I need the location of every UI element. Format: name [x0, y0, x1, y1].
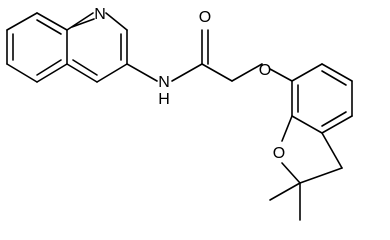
atom-label-carbonyl-o: O	[199, 9, 211, 26]
quinoline-pyridine-ring	[66, 12, 128, 83]
benzofuran-benzene-ring	[291, 63, 353, 134]
dihydrofuran-ring	[269, 115, 343, 221]
carbonyl-oxygen-label: O	[199, 9, 211, 26]
amide-hydrogen-label: H	[158, 91, 170, 108]
ether-oxygen-label: O	[259, 62, 271, 79]
ring-oxygen-label: O	[273, 145, 285, 162]
amide-linker	[126, 29, 293, 82]
amide-nitrogen-label: N	[158, 74, 170, 91]
atom-label-amide-nh: N H	[158, 74, 170, 108]
atom-label-ether-o: O	[259, 62, 271, 79]
quinoline-benzo-ring	[6, 12, 68, 83]
quinoline-nitrogen-label: N	[94, 6, 106, 23]
atom-label-quinoline-n: N	[94, 6, 106, 23]
atom-label-ring-o: O	[273, 145, 285, 162]
